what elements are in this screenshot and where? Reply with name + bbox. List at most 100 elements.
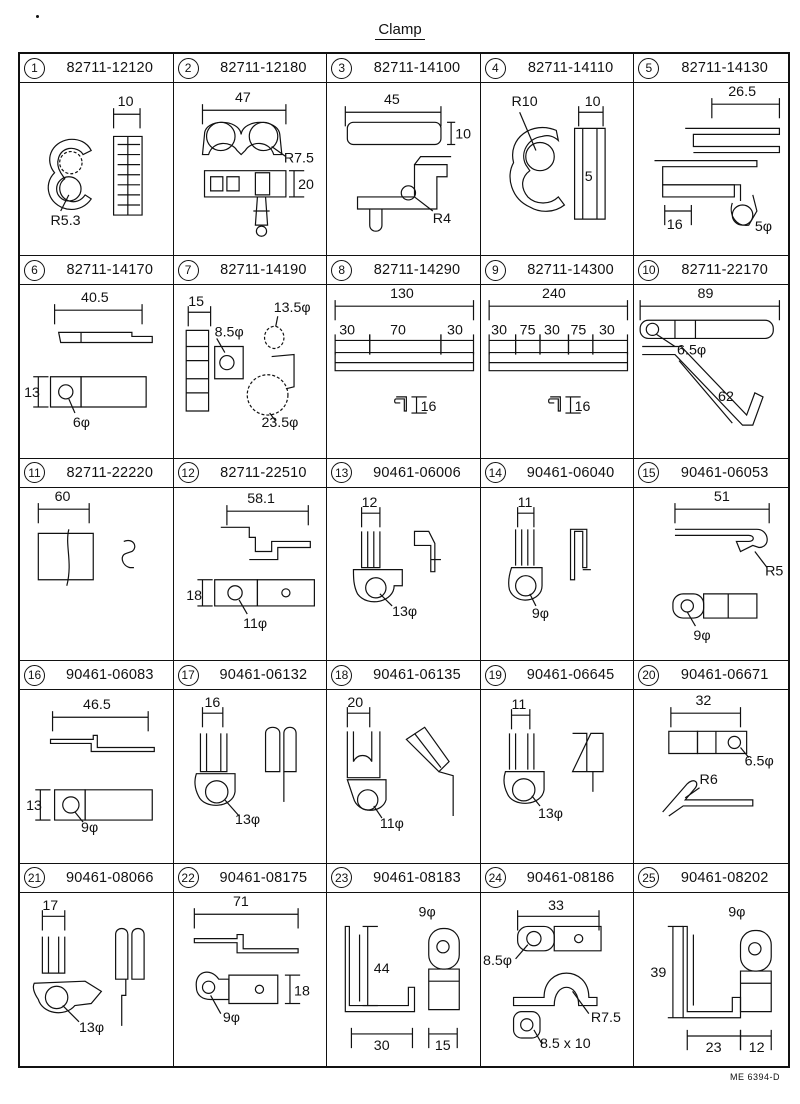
item-number-badge: 10: [638, 259, 660, 281]
item-number-badge: 16: [24, 664, 45, 686]
item-number-badge: 19: [484, 664, 506, 686]
part-number: 90461-06053: [680, 464, 769, 481]
part-drawing: 60: [20, 489, 173, 660]
part-number: 90461-06645: [526, 667, 615, 684]
dimension-label: 40.5: [81, 291, 109, 307]
part-number: 90461-06083: [65, 667, 154, 684]
dimension-label: R7.5: [591, 1009, 621, 1025]
dimension-label: R5.3: [51, 213, 81, 229]
dimension-label: 9φ: [419, 904, 436, 920]
dimension-label: R7.5: [283, 151, 313, 167]
dimension-label: 30: [544, 323, 560, 339]
dimension-label: 62: [718, 389, 734, 405]
part-number: 90461-06132: [219, 667, 308, 684]
item-number-badge: 8: [331, 259, 353, 281]
part-number: 90461-06671: [680, 667, 769, 684]
dimension-label: 26.5: [729, 84, 757, 100]
part-number: 82711-22220: [66, 464, 154, 481]
part-header: 16 90461-06083: [20, 661, 173, 691]
part-number: 82711-12180: [220, 60, 307, 76]
item-number-badge: 17: [177, 664, 199, 686]
part-number: 82711-14110: [527, 60, 614, 76]
dimension-label: 30: [491, 323, 507, 339]
dimension-label: 30: [599, 323, 615, 339]
part-number: 82711-12120: [66, 60, 154, 76]
dimension-label: 8.5φ: [483, 953, 512, 969]
part-number: 90461-06135: [373, 667, 461, 684]
part-number: 82711-14100: [373, 60, 461, 76]
part-number: 82711-14300: [527, 262, 614, 279]
part-number: 90461-08066: [65, 869, 154, 886]
dimension-label: 16: [204, 695, 220, 711]
part-number: 82711-14290: [373, 262, 461, 279]
dimension-label: 16: [574, 399, 590, 415]
dimension-label: 30: [447, 323, 463, 339]
dimension-label: 32: [696, 693, 712, 709]
dimension-label: 47: [235, 90, 251, 106]
dimension-label: 12: [749, 1040, 765, 1056]
dimension-label: 6φ: [73, 416, 90, 432]
dimension-label: 20: [348, 695, 364, 711]
dimension-label: 9φ: [222, 1009, 239, 1025]
dimension-label: 9φ: [81, 820, 98, 836]
dimension-label: 11: [517, 495, 532, 511]
drawing-code: ME 6394-D: [729, 1072, 780, 1082]
dimension-label: 8.5φ: [214, 325, 243, 341]
dimension-label: 13: [26, 798, 42, 814]
drawing-lines: 60: [38, 489, 134, 586]
